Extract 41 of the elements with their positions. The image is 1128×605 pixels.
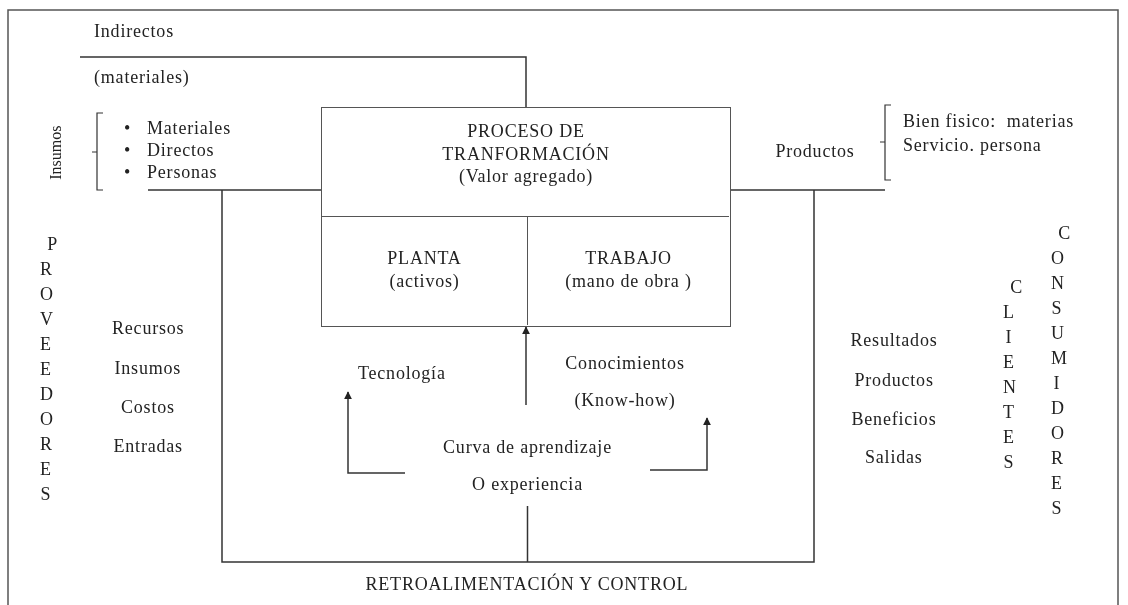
vertical-label: CONSUMIDORES bbox=[1051, 222, 1069, 520]
arrow bbox=[522, 326, 530, 406]
connector-line bbox=[79, 56, 527, 108]
output-term: Productos bbox=[854, 370, 934, 392]
output-type-text: Bien fisico: materias bbox=[903, 111, 1075, 133]
node-text: PROCESO DE TRANFORMACIÓN bbox=[441, 120, 611, 165]
input-term: Recursos bbox=[112, 318, 185, 340]
connector-line bbox=[526, 505, 529, 563]
node-text: O experiencia bbox=[471, 472, 584, 495]
list-item: • Materiales bbox=[123, 117, 232, 139]
list-item: • Personas bbox=[123, 161, 219, 183]
node-text: Tecnología bbox=[358, 362, 447, 385]
node-text: TRABAJO bbox=[584, 247, 673, 270]
node-text: Indirectos bbox=[94, 20, 174, 43]
output-term: Salidas bbox=[865, 447, 923, 469]
process-box bbox=[321, 107, 731, 327]
node-text: (materiales) bbox=[94, 66, 190, 89]
vertical-label: PROVEEDORES bbox=[40, 233, 58, 506]
connector-line bbox=[730, 189, 886, 191]
node-text: Conocimientos bbox=[564, 352, 686, 375]
node-text: PLANTA bbox=[386, 247, 463, 270]
arrow bbox=[649, 417, 711, 471]
arrow bbox=[344, 391, 406, 474]
vertical-label: CLIENTES bbox=[1003, 276, 1021, 474]
node-text: Curva de aprendizaje bbox=[442, 436, 613, 459]
node-text: (Valor agregado) bbox=[457, 165, 595, 188]
labor-cell bbox=[527, 216, 729, 325]
input-term: Costos bbox=[121, 397, 175, 419]
node-text: (activos) bbox=[388, 269, 461, 292]
feedback-label: RETROALIMENTACIÓN Y CONTROL bbox=[365, 574, 689, 596]
node-text: (Know-how) bbox=[573, 388, 677, 411]
node-text: (mano de obra ) bbox=[564, 269, 693, 292]
node-text: Productos bbox=[774, 140, 856, 163]
input-term: Entradas bbox=[113, 436, 183, 458]
list-item: • Directos bbox=[123, 139, 216, 161]
output-type-text: Servicio. persona bbox=[903, 135, 1042, 157]
output-term: Beneficios bbox=[851, 409, 937, 431]
input-term: Insumos bbox=[114, 358, 182, 380]
side-label: Insumos bbox=[45, 125, 65, 180]
output-term: Resultados bbox=[850, 330, 938, 352]
connector-line bbox=[147, 189, 322, 191]
